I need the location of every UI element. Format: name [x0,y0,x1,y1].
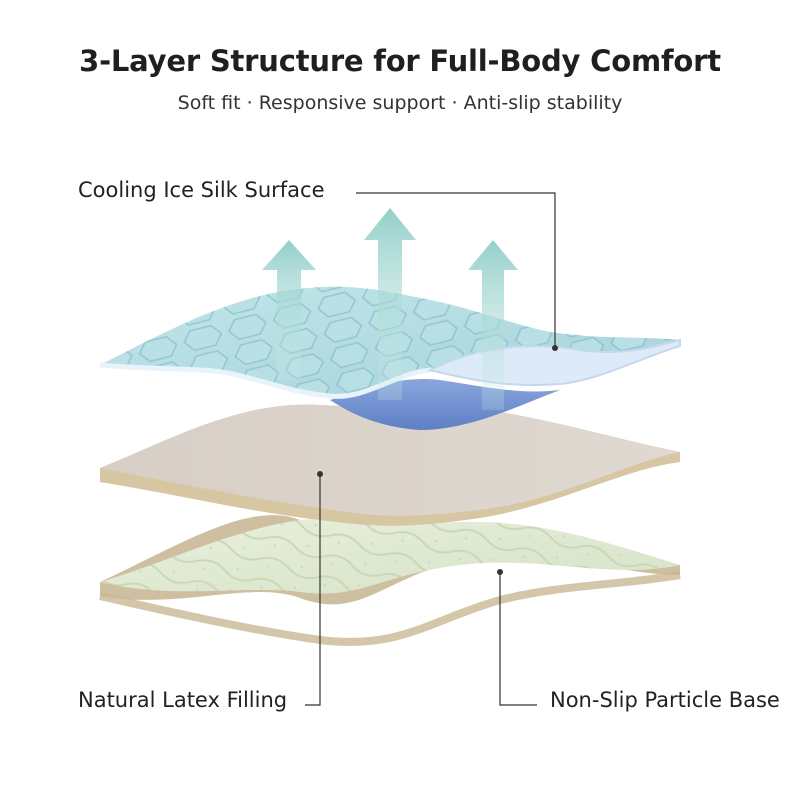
label-ice-silk-surface: Cooling Ice Silk Surface [78,178,325,202]
callout-dot-ice-silk [552,345,558,351]
arrow-up-icon [468,240,518,410]
page-title: 3-Layer Structure for Full-Body Comfort [79,44,721,78]
callout-line-ice-silk [356,192,556,348]
latex-layer [100,404,680,526]
callout-line-base [499,572,537,706]
label-particle-base: Non-Slip Particle Base [550,688,780,712]
callout-line-latex [305,474,321,706]
callout-dot-base [497,569,503,575]
label-latex-filling: Natural Latex Filling [78,688,288,712]
arrow-up-icon [262,240,316,380]
page-subtitle: Soft fit · Responsive support · Anti-sli… [177,92,623,114]
callout-dot-latex [317,471,323,477]
airflow-arrows [262,208,518,410]
base-layer [99,515,681,646]
callout-lines [305,192,558,706]
arrow-up-icon [364,208,416,400]
